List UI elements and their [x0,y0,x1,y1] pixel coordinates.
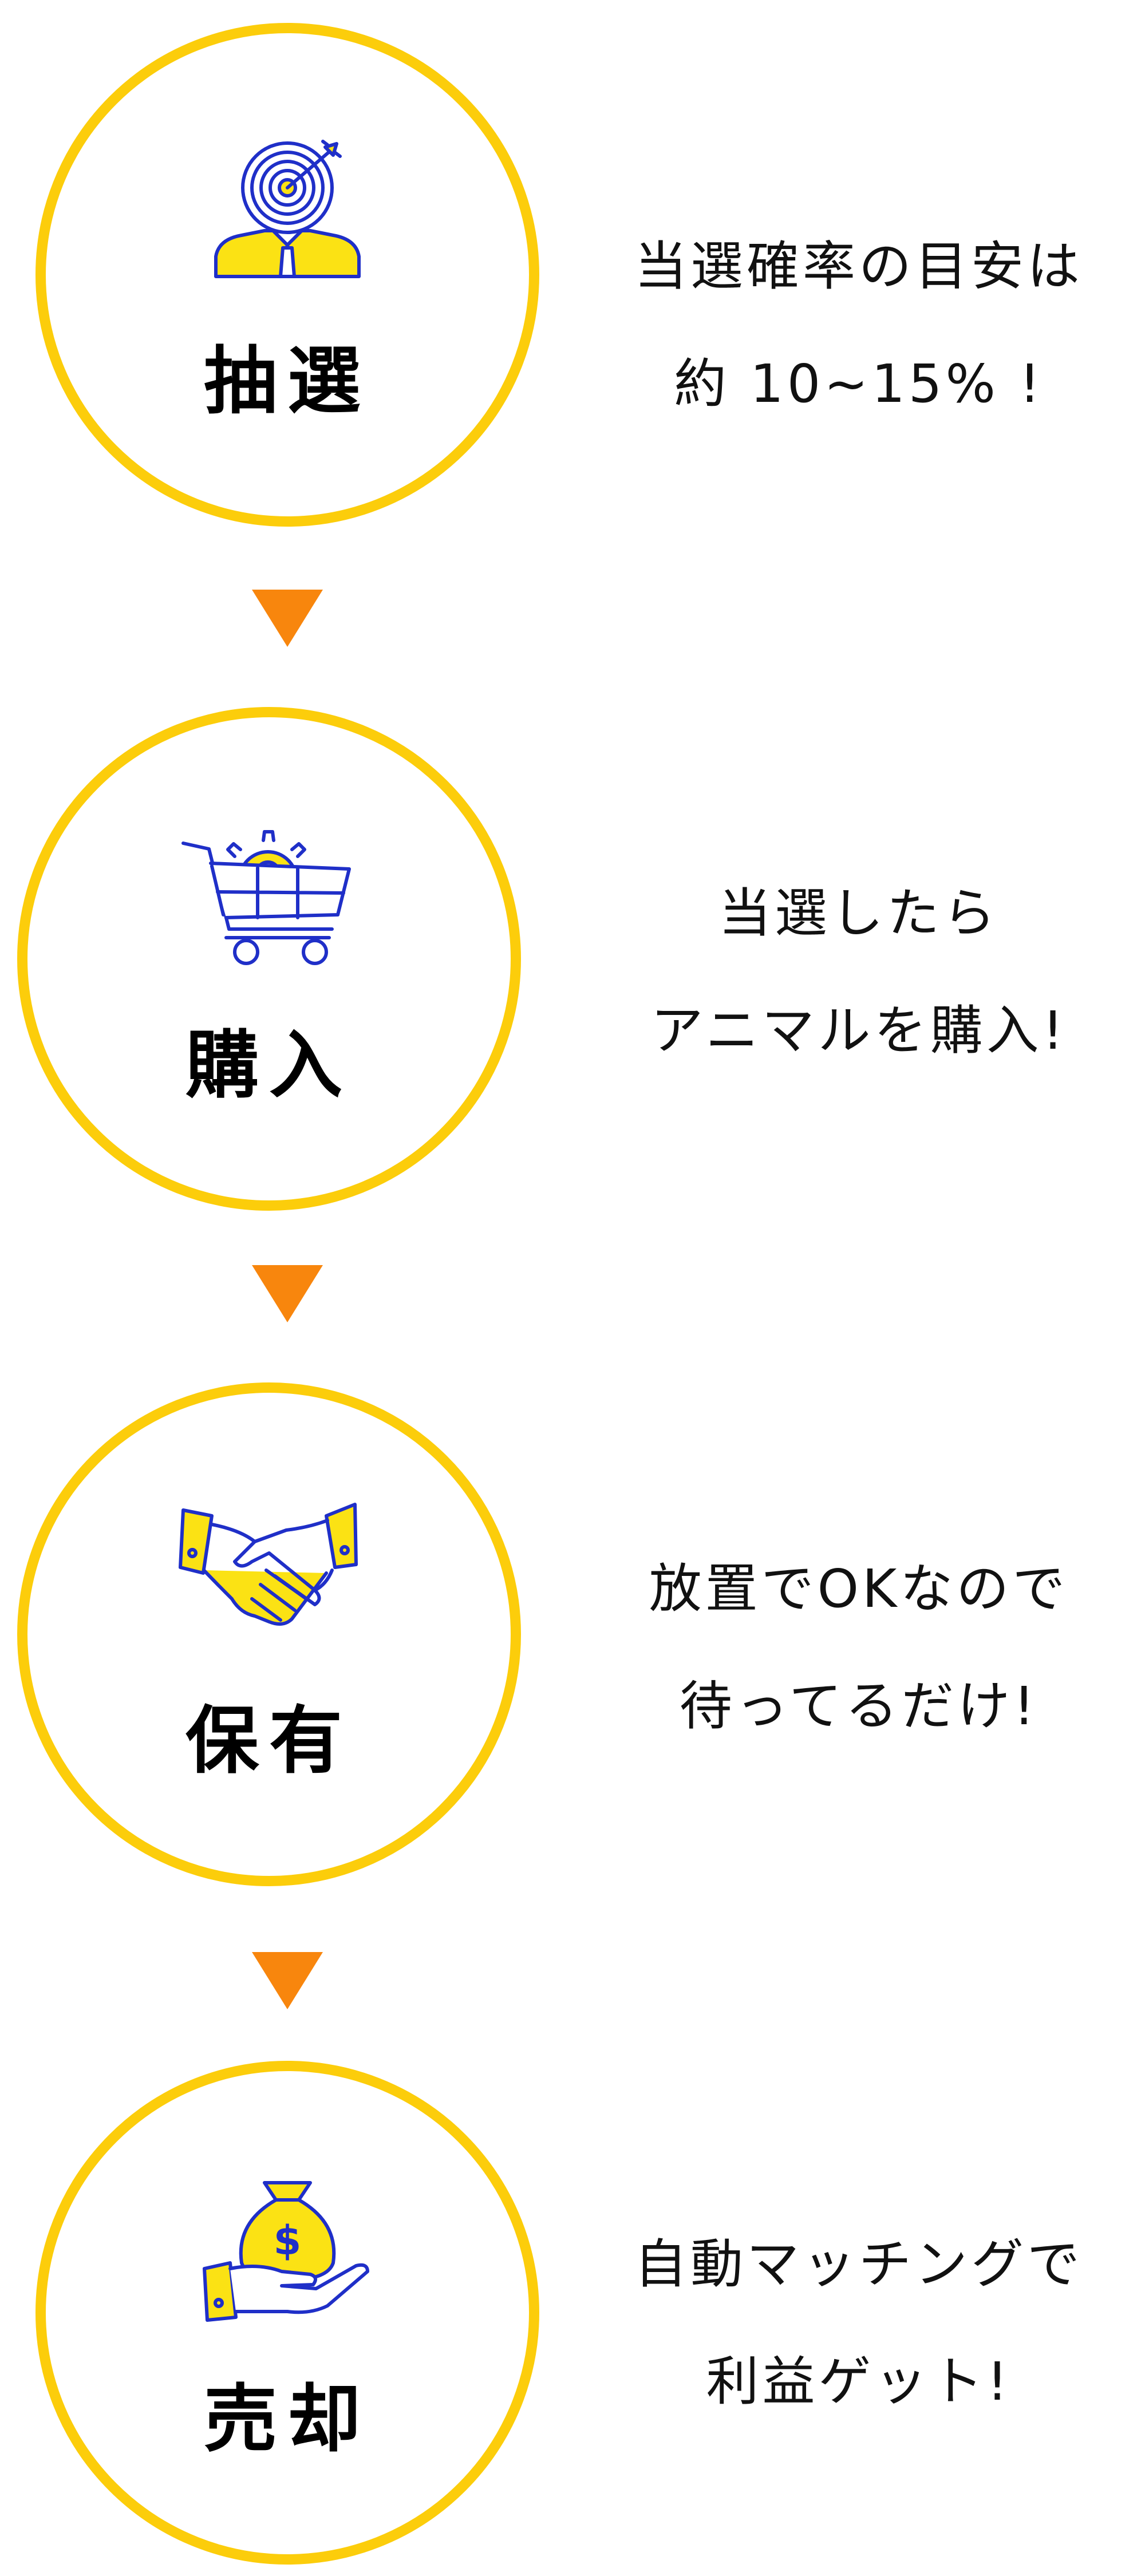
description-line: 当選確率の目安は [634,236,1083,297]
shopping-cart-icon [177,823,361,972]
description-line: 約 10~15% ! [673,353,1044,414]
step-title: 抽選 [203,339,371,424]
target-person-icon [196,139,379,288]
description-line: 自動マッチングで [634,2234,1083,2295]
down-arrow-icon [252,1952,323,2009]
step-description: 放置でOKなので 待ってるだけ! [584,1563,1134,1746]
svg-text:$: $ [274,2217,302,2264]
description-line: 放置でOKなので [649,1558,1069,1619]
step-circle-4: $ 売却 [35,2061,539,2565]
down-arrow-icon [252,1265,323,1322]
step-title: 保有 [185,1698,353,1784]
step-title: 購入 [185,1023,353,1108]
description-line: 当選したら [718,883,999,944]
handshake-icon [177,1499,361,1647]
step-circle-3: 保有 [17,1382,521,1886]
description-line: 待ってるだけ! [679,1676,1039,1737]
money-bag-hand-icon: $ [196,2177,379,2326]
description-line: 利益ゲット! [706,2351,1012,2412]
step-circle-1: 抽選 [35,23,539,527]
down-arrow-icon [252,590,323,647]
step-description: 当選したら アニマルを購入! [584,887,1134,1070]
step-circle-2: 購入 [17,707,521,1211]
step-title: 売却 [203,2377,371,2462]
step-description: 自動マッチングで 利益ゲット! [584,2238,1134,2421]
description-line: アニマルを購入! [650,1000,1067,1061]
step-description: 当選確率の目安は 約 10~15% ! [584,240,1134,424]
